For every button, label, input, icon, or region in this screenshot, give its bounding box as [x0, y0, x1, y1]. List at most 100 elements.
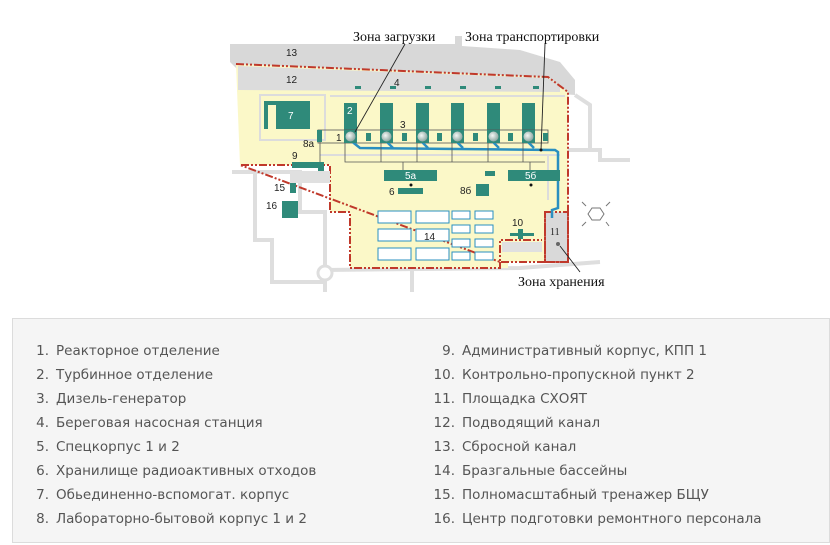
special-building-5a	[384, 170, 437, 181]
simulator-15	[290, 183, 296, 193]
legend-item: 14. Бразгальные бассейны	[431, 459, 762, 483]
inner-fences	[259, 94, 565, 200]
legend-text: Площадка СХОЯТ	[462, 391, 588, 407]
legend-item: 10. Контрольно-пропускной пункт 2	[431, 363, 762, 387]
legend-text: Лабораторно-бытовой корпус 1 и 2	[56, 511, 307, 527]
label-6: 6	[389, 187, 395, 198]
label-9: 9	[292, 151, 298, 162]
legend-text: Дизель-генератор	[56, 391, 187, 407]
legend-number: 16.	[433, 511, 455, 527]
admin-building-9	[292, 162, 324, 172]
legend-text: Сбросной канал	[462, 439, 577, 455]
building-8a	[317, 130, 322, 142]
gate-area	[502, 242, 542, 252]
label-16: 16	[266, 201, 278, 212]
roundabout	[316, 264, 334, 282]
intake-canal-12	[238, 66, 560, 92]
legend-item: 1. Реакторное отделение	[25, 339, 316, 363]
legend-column-right: 9. Административный корпус, КПП 1 10. Конт…	[431, 339, 762, 531]
label-1: 1	[336, 133, 342, 144]
reactors-1	[344, 130, 535, 143]
site-boundary	[235, 63, 569, 269]
legend-text: Обьединенно-вспомогат. корпус	[56, 487, 290, 503]
legend-item: 13. Сбросной канал	[431, 435, 762, 459]
label-13: 13	[286, 48, 298, 59]
label-14: 14	[424, 232, 436, 243]
legend-number: 1.	[36, 343, 49, 359]
turbine-halls-2	[344, 103, 535, 131]
small-building	[485, 171, 495, 176]
label-7: 7	[288, 111, 294, 122]
label-10: 10	[512, 218, 524, 229]
transport-marker	[539, 148, 543, 152]
legend-number: 5.	[36, 439, 49, 455]
legend-item: 2. Турбинное отделение	[25, 363, 316, 387]
storage-boundary	[544, 211, 569, 263]
legend-number: 14.	[433, 463, 455, 479]
legend-item: 12. Подводящий канал	[431, 411, 762, 435]
legend-number: 11.	[433, 391, 455, 407]
site-plan-map: Зона загрузки Зона транспортировки Зона …	[230, 30, 630, 292]
building-8b	[476, 184, 489, 196]
callout-lines	[354, 43, 581, 273]
legend-number: 6.	[36, 463, 49, 479]
training-center-16	[282, 201, 298, 218]
legend-panel: 1. Реакторное отделение 2. Турбинное отдел…	[12, 318, 830, 543]
legend-item: 5. Спецкорпус 1 и 2	[25, 435, 316, 459]
marker-5b	[529, 183, 533, 187]
legend-item: 11. Площадка СХОЯТ	[431, 387, 762, 411]
legend-text: Центр подготовки ремонтного персонала	[462, 511, 762, 527]
checkpoint-10	[510, 229, 534, 239]
legend-number: 12.	[433, 415, 455, 431]
label-3: 3	[400, 120, 406, 131]
legend-number: 8.	[36, 511, 49, 527]
legend-item: 16. Центр подготовки ремонтного персонала	[431, 507, 762, 531]
building-7	[264, 101, 310, 129]
legend-text: Турбинное отделение	[56, 367, 214, 383]
zone-loading-label: Зона загрузки	[353, 30, 436, 45]
legend-item: 3. Дизель-генератор	[25, 387, 316, 411]
legend-text: Хранилище радиоактивных отходов	[56, 463, 317, 479]
label-12: 12	[286, 75, 298, 86]
legend-column-left: 1. Реакторное отделение 2. Турбинное отдел…	[25, 339, 316, 531]
marker-5a	[409, 183, 413, 187]
zone-transport-label: Зона транспортировки	[465, 30, 600, 45]
checkpoint-area	[290, 171, 330, 183]
legend-text: Бразгальные бассейны	[462, 463, 628, 479]
legend-text: Полномасштабный тренажер БЩУ	[462, 487, 709, 503]
pump-stations-4	[355, 86, 539, 89]
label-4: 4	[394, 78, 400, 89]
legend-item: 6. Хранилище радиоактивных отходов	[25, 459, 316, 483]
legend-number: 15.	[433, 487, 455, 503]
legend-item: 8. Лабораторно-бытовой корпус 1 и 2	[25, 507, 316, 531]
label-2: 2	[347, 106, 353, 117]
legend-number: 4.	[36, 415, 49, 431]
label-11: 11	[550, 227, 560, 238]
zone-storage-label: Зона хранения	[518, 275, 605, 290]
label-5b: 5б	[525, 170, 537, 182]
connection-lines	[319, 142, 545, 170]
compass-icon	[581, 201, 611, 227]
spray-pools-14	[377, 210, 494, 261]
legend-number: 2.	[36, 367, 49, 383]
legend-text: Административный корпус, КПП 1	[462, 343, 707, 359]
legend-item: 9. Административный корпус, КПП 1	[431, 339, 762, 363]
label-8b: 8б	[460, 185, 472, 197]
legend-text: Спецкорпус 1 и 2	[56, 439, 180, 455]
legend-text: Контрольно-пропускной пункт 2	[462, 367, 695, 383]
legend-text: Реакторное отделение	[56, 343, 220, 359]
waste-storage-6	[398, 188, 423, 194]
diesel-generators-3	[366, 133, 548, 141]
legend-number: 7.	[36, 487, 49, 503]
legend-text: Подводящий канал	[462, 415, 601, 431]
special-building-5b	[508, 170, 560, 181]
legend-number: 9.	[442, 343, 455, 359]
legend-number: 10.	[433, 367, 455, 383]
storage-marker	[556, 242, 560, 246]
legend-item: 7. Обьединенно-вспомогат. корпус	[25, 483, 316, 507]
legend-number: 3.	[36, 391, 49, 407]
legend-number: 13.	[433, 439, 455, 455]
label-5a: 5а	[405, 171, 417, 182]
legend-item: 15. Полномасштабный тренажер БЩУ	[431, 483, 762, 507]
label-8a: 8а	[303, 139, 315, 150]
